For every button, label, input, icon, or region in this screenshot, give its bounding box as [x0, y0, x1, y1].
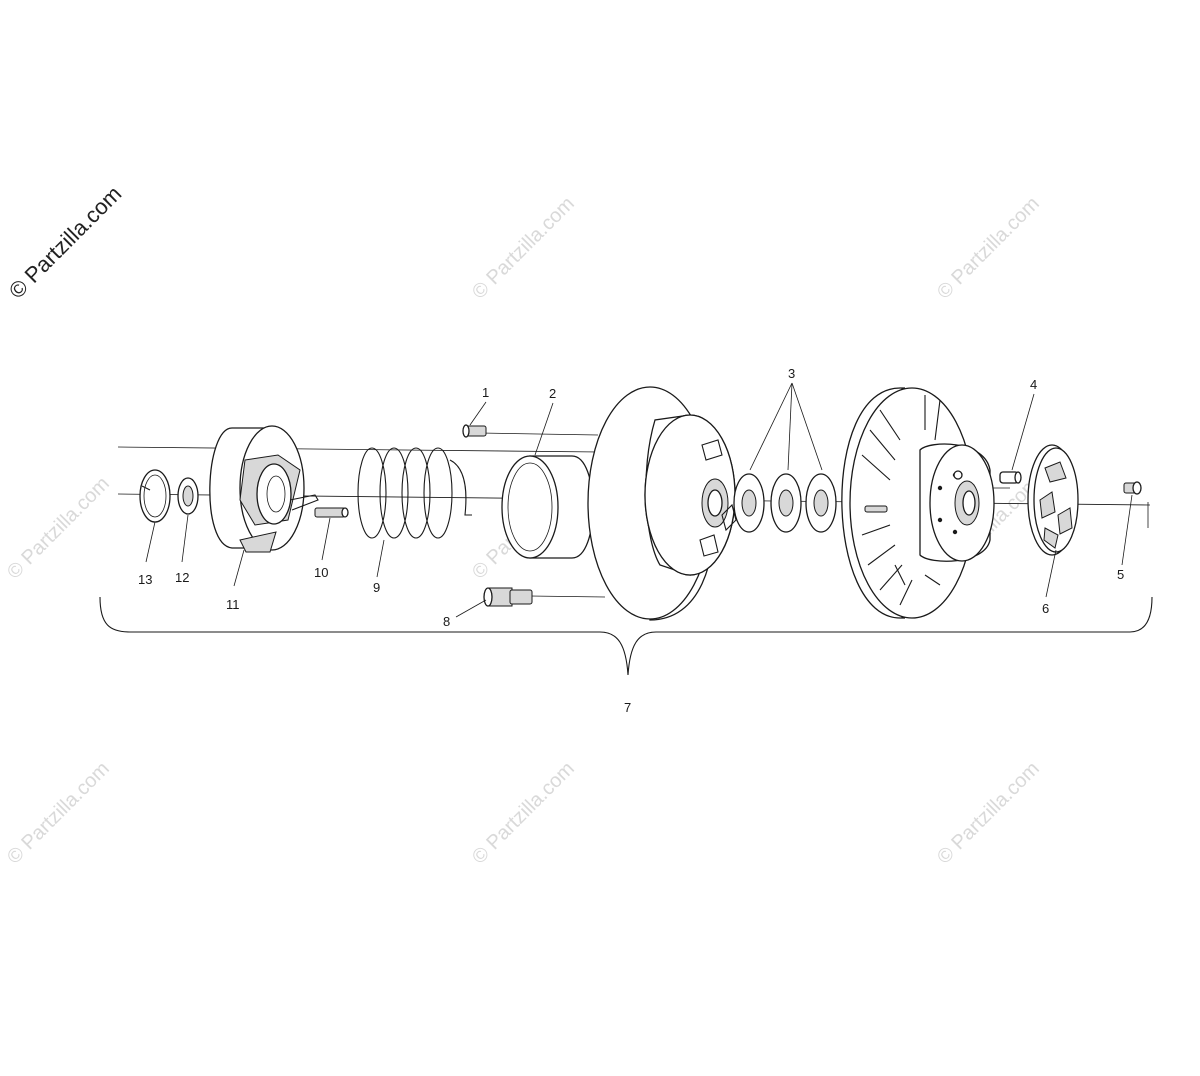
bolt-part: [999, 471, 1022, 484]
callout-11: 11: [226, 597, 240, 612]
watermark-tile: © Partzilla.com: [3, 758, 114, 869]
assembly-brace: [99, 596, 1153, 676]
watermark-tile: © Partzilla.com: [933, 758, 1044, 869]
callout-2: 2: [549, 386, 556, 401]
callout-6: 6: [1042, 601, 1049, 616]
callout-10: 10: [314, 565, 328, 580]
watermark-main: © Partzilla.com: [4, 181, 127, 304]
callout-labels: 1 2 3 4 5 6 7 8 9 10 11 12 13: [138, 366, 1124, 715]
cover-plate-part: [1027, 444, 1079, 556]
washer-part: [177, 477, 199, 515]
watermark-tile: © Partzilla.com: [3, 473, 114, 584]
callout-12: 12: [175, 570, 189, 585]
callout-3: 3: [788, 366, 795, 381]
callout-13: 13: [138, 572, 152, 587]
callout-5: 5: [1117, 567, 1124, 582]
callout-7: 7: [624, 700, 631, 715]
cap-screw-part: [1123, 481, 1142, 495]
roller-pin-part: [314, 507, 349, 518]
helix-cam-part: [209, 425, 319, 553]
callout-4: 4: [1030, 377, 1037, 392]
watermark-tile: © Partzilla.com: [933, 193, 1044, 304]
leader-lines: [145, 382, 1133, 618]
screw-part: [462, 424, 487, 438]
callout-9: 9: [373, 580, 380, 595]
watermark-tile: © Partzilla.com: [468, 758, 579, 869]
spring-part: [357, 447, 472, 539]
callout-8: 8: [443, 614, 450, 629]
watermark-tile: © Partzilla.com: [468, 193, 579, 304]
washers-part: [733, 473, 837, 533]
snap-ring-part: [139, 469, 171, 523]
bushing-stud-part: [483, 587, 533, 607]
callout-1: 1: [482, 385, 489, 400]
bushing-ring-part: [501, 455, 594, 559]
moveable-sheave-part: [841, 387, 995, 619]
stationary-sheave-part: [587, 386, 737, 621]
